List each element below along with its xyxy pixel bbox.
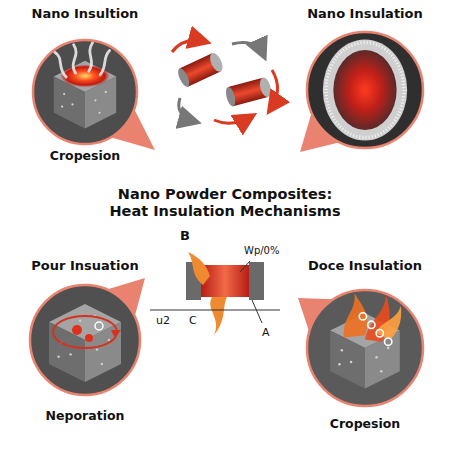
smoke-wisp (55, 52, 66, 77)
red-particle (85, 334, 93, 342)
rotation-arrow (179, 98, 196, 122)
flame (188, 252, 210, 285)
pore-dot (101, 363, 103, 365)
pore-dot (350, 361, 353, 364)
pore-dot (98, 112, 100, 114)
inset-ground (30, 285, 140, 395)
hot-core (333, 50, 396, 130)
pore-dot (71, 103, 73, 105)
pore-dot (79, 320, 81, 322)
cylinder-cap (224, 86, 237, 107)
pore-dot (338, 363, 341, 366)
inset-node: Pour InsuationNeporation (15, 256, 155, 432)
inset-node: Nano Insulation (295, 4, 435, 156)
red-particle (72, 325, 82, 335)
inset-drawing (295, 4, 435, 156)
cylinder-cap (176, 67, 192, 89)
rotation-arrow (270, 70, 278, 110)
white-pore (376, 330, 383, 337)
pore-dot (387, 347, 390, 350)
diagram-title: Nano Powder Composites: Heat Insulation … (105, 186, 345, 221)
cylinder-pair (172, 40, 278, 123)
leader-line (240, 261, 250, 272)
diagram-label: A (262, 326, 270, 339)
inset-caption: Neporation (15, 408, 155, 423)
white-pore (385, 338, 392, 345)
ring-texture (326, 43, 404, 138)
rotation-arrow (214, 116, 252, 123)
loop-arrowhead (111, 330, 121, 338)
leader-line (252, 300, 262, 323)
cylinder-cap (208, 51, 226, 73)
inset-drawing (295, 256, 435, 440)
inset-outline (30, 285, 140, 395)
inset-ground (307, 32, 423, 148)
inset-heading: Pour Insuation (15, 258, 155, 274)
pore-dot (69, 353, 71, 355)
flame (210, 297, 227, 335)
smoke-wisp (89, 43, 93, 71)
inset-ground (33, 40, 137, 144)
inset-node: Doce InsulationCropesion (295, 256, 435, 440)
pore-dot (57, 356, 59, 358)
inset-heading: Nano Insulation (295, 6, 435, 22)
white-pore (359, 313, 366, 320)
pore-dot (61, 105, 63, 107)
pore-dot (108, 339, 110, 341)
pore-dot (341, 349, 344, 352)
white-pore (368, 321, 375, 328)
flame (344, 293, 368, 337)
inset-outline (33, 40, 137, 144)
inset-caption: Cropesion (15, 148, 155, 163)
inset-drawing (15, 4, 155, 170)
inset-outline (307, 32, 423, 148)
pore-dot (375, 356, 378, 359)
inset-heading: Doce Insulation (295, 258, 435, 274)
inset-ground (307, 290, 423, 406)
pore-dot (94, 99, 96, 101)
diagram-label: C (189, 314, 197, 327)
insulation-ring (323, 39, 407, 140)
pore-dot (96, 348, 98, 350)
cylinder-cap (258, 76, 273, 98)
diagram-label: Wp/0% (244, 245, 279, 257)
inset-heading: Nano Insultion (15, 6, 155, 22)
smoke-wisp (73, 45, 76, 73)
cube-side (49, 322, 85, 382)
white-pore (95, 322, 103, 330)
flame (376, 306, 402, 340)
rotation-arrow (232, 43, 264, 57)
diagram-label: B (180, 228, 190, 244)
cube-side (85, 322, 121, 382)
cube-side (330, 331, 365, 389)
diagram-label: u2 (156, 314, 170, 327)
pore-dot (63, 93, 65, 95)
rotation-arrow (172, 40, 206, 52)
smoke-wisp (100, 50, 109, 75)
inset-caption: Cropesion (295, 416, 435, 431)
pore-dot (105, 91, 107, 93)
inset-node: Nano InsultionCropesion (15, 4, 155, 170)
insulating-block (249, 262, 264, 300)
inset-drawing (15, 256, 155, 432)
circulation-loop (53, 316, 117, 348)
inset-outline (307, 290, 423, 406)
base-line (150, 310, 280, 311)
pore-dot (380, 370, 383, 373)
heat-flow-sketch (150, 252, 280, 335)
